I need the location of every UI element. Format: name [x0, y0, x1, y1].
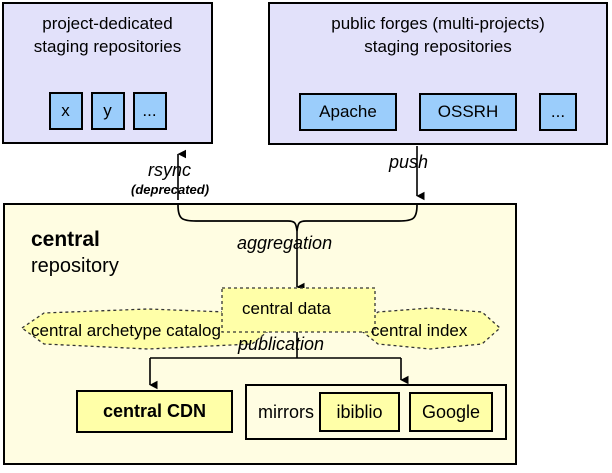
central-index-label: central index: [371, 321, 468, 340]
central-repository-title-rest: repository: [31, 255, 119, 277]
publication-label: publication: [238, 334, 325, 354]
rsync-deprecated-note: (deprecated): [131, 182, 210, 197]
public-forges-chip-row: Apache OSSRH ...: [270, 93, 606, 131]
central-repository-title: central repository: [31, 227, 119, 279]
central-cdn-box[interactable]: central CDN: [76, 390, 233, 433]
project-staging-repositories-box: project-dedicated staging repositories x…: [2, 2, 213, 144]
project-staging-title: project-dedicated staging repositories: [4, 4, 211, 58]
public-forges-title-line1: public forges (multi-projects): [331, 14, 545, 33]
aggregation-label: aggregation: [237, 233, 333, 253]
project-staging-chip-row: x y ...: [4, 92, 211, 130]
project-chip-more[interactable]: ...: [132, 92, 167, 130]
project-chip-x[interactable]: x: [48, 92, 83, 130]
forge-chip-ossrh[interactable]: OSSRH: [419, 93, 517, 131]
public-forges-title: public forges (multi-projects) staging r…: [270, 4, 606, 58]
forge-chip-more[interactable]: ...: [539, 93, 577, 131]
forge-chip-apache[interactable]: Apache: [299, 93, 397, 131]
public-forges-staging-repositories-box: public forges (multi-projects) staging r…: [268, 2, 608, 145]
central-data-label: central data: [242, 299, 331, 318]
central-repository-title-strong: central: [31, 228, 100, 251]
public-forges-title-line2: staging repositories: [364, 37, 512, 56]
rsync-label: rsync: [148, 160, 192, 180]
project-staging-title-line1: project-dedicated: [42, 14, 173, 33]
push-label: push: [389, 152, 429, 172]
mirrors-box: mirrors ibiblio Google: [245, 384, 507, 440]
mirror-chip-google[interactable]: Google: [409, 392, 493, 432]
project-staging-title-line2: staging repositories: [33, 37, 182, 56]
central-archetype-catalog-label: central archetype catalog: [31, 321, 221, 340]
mirror-chip-ibiblio[interactable]: ibiblio: [319, 392, 400, 432]
mirrors-label: mirrors: [258, 401, 314, 422]
project-chip-y[interactable]: y: [90, 92, 125, 130]
